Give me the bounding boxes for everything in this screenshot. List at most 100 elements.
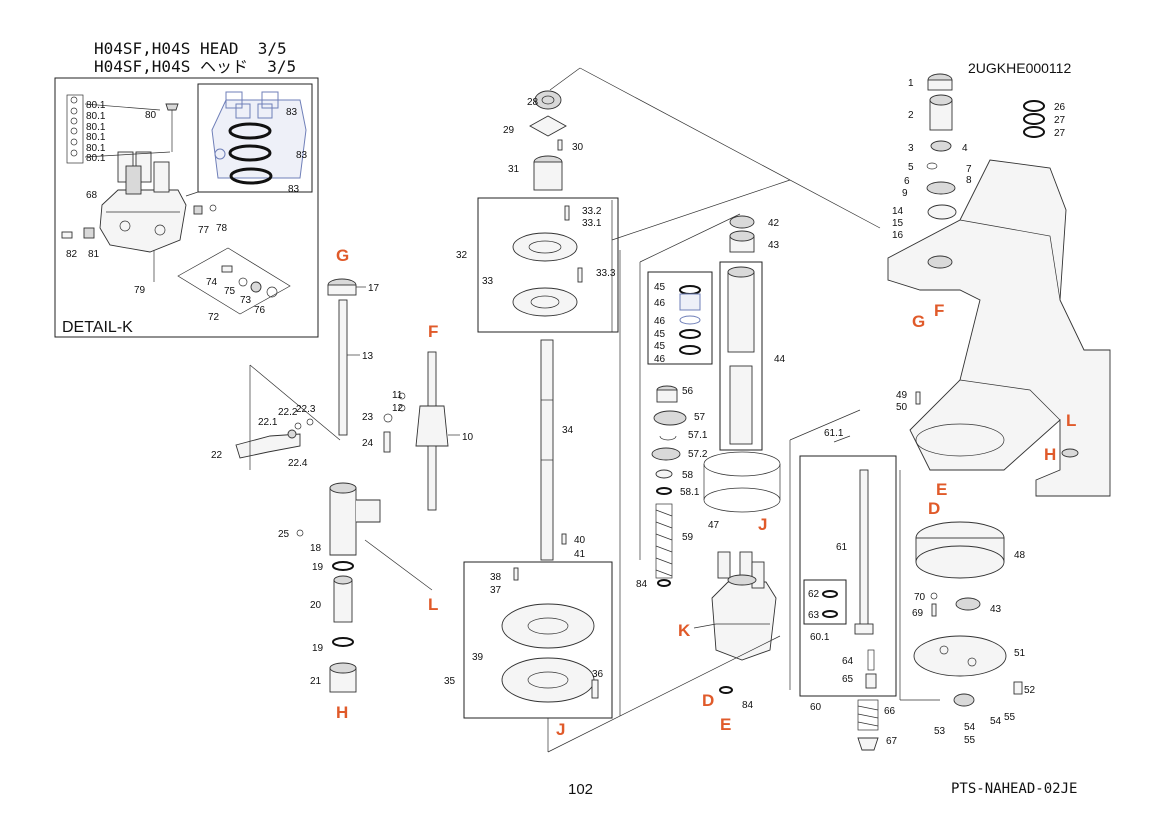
callout-p39: 39	[472, 652, 484, 663]
callout-p22-1: 22.1	[258, 417, 278, 428]
callout-p17: 17	[368, 283, 380, 294]
callout-p84: 84	[636, 579, 648, 590]
callout-p9: 9	[902, 188, 908, 199]
callout-p53: 53	[934, 726, 946, 737]
callout-p18: 18	[310, 543, 322, 554]
shaft-assembly-left: G 17 13 F 10 11 12 23 24 22.1 22.2 22.3 …	[211, 246, 474, 722]
callout-p45: 45	[654, 329, 666, 340]
callout-p27: 27	[1054, 128, 1066, 139]
callout-p80-1: 80.1	[86, 132, 106, 143]
callout-p81: 81	[88, 249, 100, 260]
head-assembly-k: 42 43 45 46 46 45 45 46 44 56 57 57.1 57…	[636, 215, 786, 734]
section-letter-J: J	[556, 720, 565, 739]
callout-p60: 60	[810, 702, 822, 713]
callout-p22: 22	[211, 450, 223, 461]
callout-p80: 80	[145, 110, 157, 121]
callout-p70: 70	[914, 592, 926, 603]
document-reference: PTS-NAHEAD-02JE	[951, 781, 1078, 797]
document-code: 2UGKHE000112	[968, 60, 1072, 76]
callout-p45: 45	[654, 282, 666, 293]
callout-p22-2: 22.2	[278, 407, 298, 418]
callout-p57-2: 57.2	[688, 449, 708, 460]
o-ring-83-a	[228, 122, 272, 140]
callout-p32: 32	[456, 250, 468, 261]
callout-p43: 43	[990, 604, 1002, 615]
callout-p60-1: 60.1	[810, 632, 830, 643]
plunger-group-60: 61.1 61 62 63 60.1 64 65 60 66 67	[799, 428, 898, 751]
callout-p11: 11	[392, 390, 403, 401]
detail-k-label: DETAIL-K	[62, 319, 133, 336]
callout-p52: 52	[1024, 685, 1036, 696]
callout-p57-1: 57.1	[688, 430, 708, 441]
callout-p84: 84	[742, 700, 754, 711]
callout-p24: 24	[362, 438, 374, 449]
detail-k-panel: 80.1 80.1 80.1 80.1 80.1 80.1 80 83 83 8…	[54, 77, 319, 338]
callout-p28: 28	[527, 97, 539, 108]
section-letter-J: J	[758, 515, 767, 534]
callout-p47: 47	[708, 520, 720, 531]
callout-p58-1: 58.1	[680, 487, 700, 498]
o-ring-83-b	[228, 144, 272, 162]
section-letter-H: H	[1044, 445, 1056, 464]
callout-p8: 8	[966, 175, 972, 186]
callout-p65: 65	[842, 674, 854, 685]
callout-p34: 34	[562, 425, 574, 436]
callout-p72: 72	[208, 312, 220, 323]
callout-p77: 77	[198, 225, 210, 236]
callout-p76: 76	[254, 305, 266, 316]
page-title-en: H04SF,H04S HEAD 3/5	[94, 39, 287, 58]
center-shaft-assembly: 28 29 30 31 32 33.2 33.1 33.3 33 34 40 4…	[444, 90, 619, 739]
callout-p80-1: 80.1	[86, 143, 106, 154]
callout-p43: 43	[768, 240, 780, 251]
callout-p45: 45	[654, 341, 666, 352]
callout-p80-1: 80.1	[86, 153, 106, 164]
callout-p20: 20	[310, 600, 322, 611]
callout-p58: 58	[682, 470, 694, 481]
head-body-68	[99, 151, 187, 253]
section-letter-L: L	[1066, 411, 1076, 430]
callout-p61-1: 61.1	[824, 428, 844, 439]
callout-p55: 55	[1004, 712, 1016, 723]
callout-p5: 5	[908, 162, 914, 173]
callout-p33-3: 33.3	[596, 268, 616, 279]
callout-p46: 46	[654, 354, 666, 365]
callout-p15: 15	[892, 218, 904, 229]
callout-p57: 57	[694, 412, 706, 423]
callout-p49: 49	[896, 390, 908, 401]
section-letter-E: E	[720, 715, 731, 734]
callout-p69: 69	[912, 608, 924, 619]
callout-p82: 82	[66, 249, 78, 260]
callout-p54: 54	[990, 716, 1002, 727]
section-letter-H: H	[336, 703, 348, 722]
callout-p27: 27	[1054, 115, 1066, 126]
callout-p80-1: 80.1	[86, 111, 106, 122]
callout-p29: 29	[503, 125, 515, 136]
callout-p41: 41	[574, 549, 586, 560]
parts-72-group	[177, 247, 291, 315]
head-inset-drawing	[211, 91, 307, 179]
callout-p64: 64	[842, 656, 854, 667]
callout-p37: 37	[490, 585, 502, 596]
callout-p80-1: 80.1	[86, 100, 106, 111]
callout-p48: 48	[1014, 550, 1026, 561]
callout-p22-3: 22.3	[296, 404, 316, 415]
callout-p14: 14	[892, 206, 904, 217]
callout-p44: 44	[774, 354, 786, 365]
callout-p4: 4	[962, 143, 968, 154]
section-letter-G: G	[912, 312, 925, 331]
assembly-leader-lines	[547, 67, 940, 753]
callout-p46: 46	[654, 316, 666, 327]
callout-p63: 63	[808, 610, 820, 621]
callout-p2: 2	[908, 110, 914, 121]
page-number: 102	[568, 781, 594, 798]
callout-p74: 74	[206, 277, 218, 288]
callout-p6: 6	[904, 176, 910, 187]
callout-p7: 7	[966, 164, 972, 175]
callout-p1: 1	[908, 78, 914, 89]
callout-p46: 46	[654, 298, 666, 309]
callout-p79: 79	[134, 285, 146, 296]
callout-p33: 33	[482, 276, 494, 287]
section-letter-D: D	[702, 691, 714, 710]
callout-p51: 51	[1014, 648, 1026, 659]
